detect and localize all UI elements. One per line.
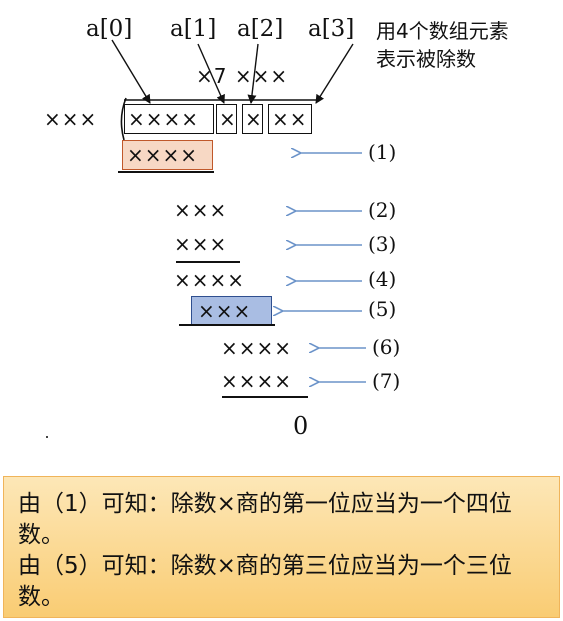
arrow-a2 — [247, 43, 259, 104]
row-1-underline — [118, 171, 214, 173]
row-2-text: ××× — [174, 198, 228, 222]
dividend-box-a0: ×××× — [124, 104, 214, 134]
row-1-box: ×××× — [122, 140, 213, 170]
row-4-text: ×××× — [174, 268, 246, 292]
mark-4: (4) — [368, 267, 397, 291]
caption-line1: 用4个数组元素 — [376, 19, 509, 43]
mark-3: (3) — [368, 232, 397, 256]
row-5-underline — [179, 324, 275, 326]
divisor: ××× — [44, 107, 98, 131]
row-1-text: ×××× — [127, 143, 199, 167]
quotient: ×7 ××× — [196, 64, 289, 88]
dividend-box-a3: ×× — [268, 104, 312, 134]
dividend-box-a2: × — [242, 104, 263, 134]
arrow-a0 — [111, 39, 151, 104]
dividend-box-a1: × — [216, 104, 237, 134]
dividend-a2-text: × — [245, 107, 263, 131]
label-a3: a[3] — [308, 16, 355, 42]
label-a1: a[1] — [170, 16, 217, 42]
mark-1: (1) — [368, 140, 397, 164]
label-a2: a[2] — [237, 16, 284, 42]
division-bracket — [120, 97, 127, 141]
row-3-text: ××× — [174, 232, 228, 256]
mark-5: (5) — [368, 297, 397, 321]
arrow-a1 — [197, 43, 225, 104]
mark-7: (7) — [372, 369, 401, 393]
note-line-2: 由（5）可知：除数×商的第三位应当为一个三位数。 — [18, 553, 512, 610]
row-5-box: ××× — [191, 296, 272, 325]
mark-6: (6) — [372, 335, 401, 359]
dividend-a0-text: ×××× — [128, 107, 200, 131]
row-5-text: ××× — [198, 299, 252, 323]
row-7-text: ×××× — [221, 369, 293, 393]
remainder: 0 — [293, 412, 309, 440]
caption-line2: 表示被除数 — [376, 47, 476, 71]
dividend-a3-text: ×× — [272, 107, 308, 131]
note-line-1: 由（1）可知：除数×商的第一位应当为一个四位数。 — [18, 491, 512, 548]
row-3-underline — [176, 261, 240, 263]
stray-dot — [46, 436, 48, 438]
arrow-a3 — [315, 43, 354, 104]
row-7-underline — [222, 396, 308, 398]
label-a0: a[0] — [86, 16, 133, 42]
explanation-note: 由（1）可知：除数×商的第一位应当为一个四位数。 由（5）可知：除数×商的第三位… — [3, 476, 560, 618]
mark-2: (2) — [368, 198, 397, 222]
dividend-a1-text: × — [219, 107, 237, 131]
row-6-text: ×××× — [221, 336, 293, 360]
